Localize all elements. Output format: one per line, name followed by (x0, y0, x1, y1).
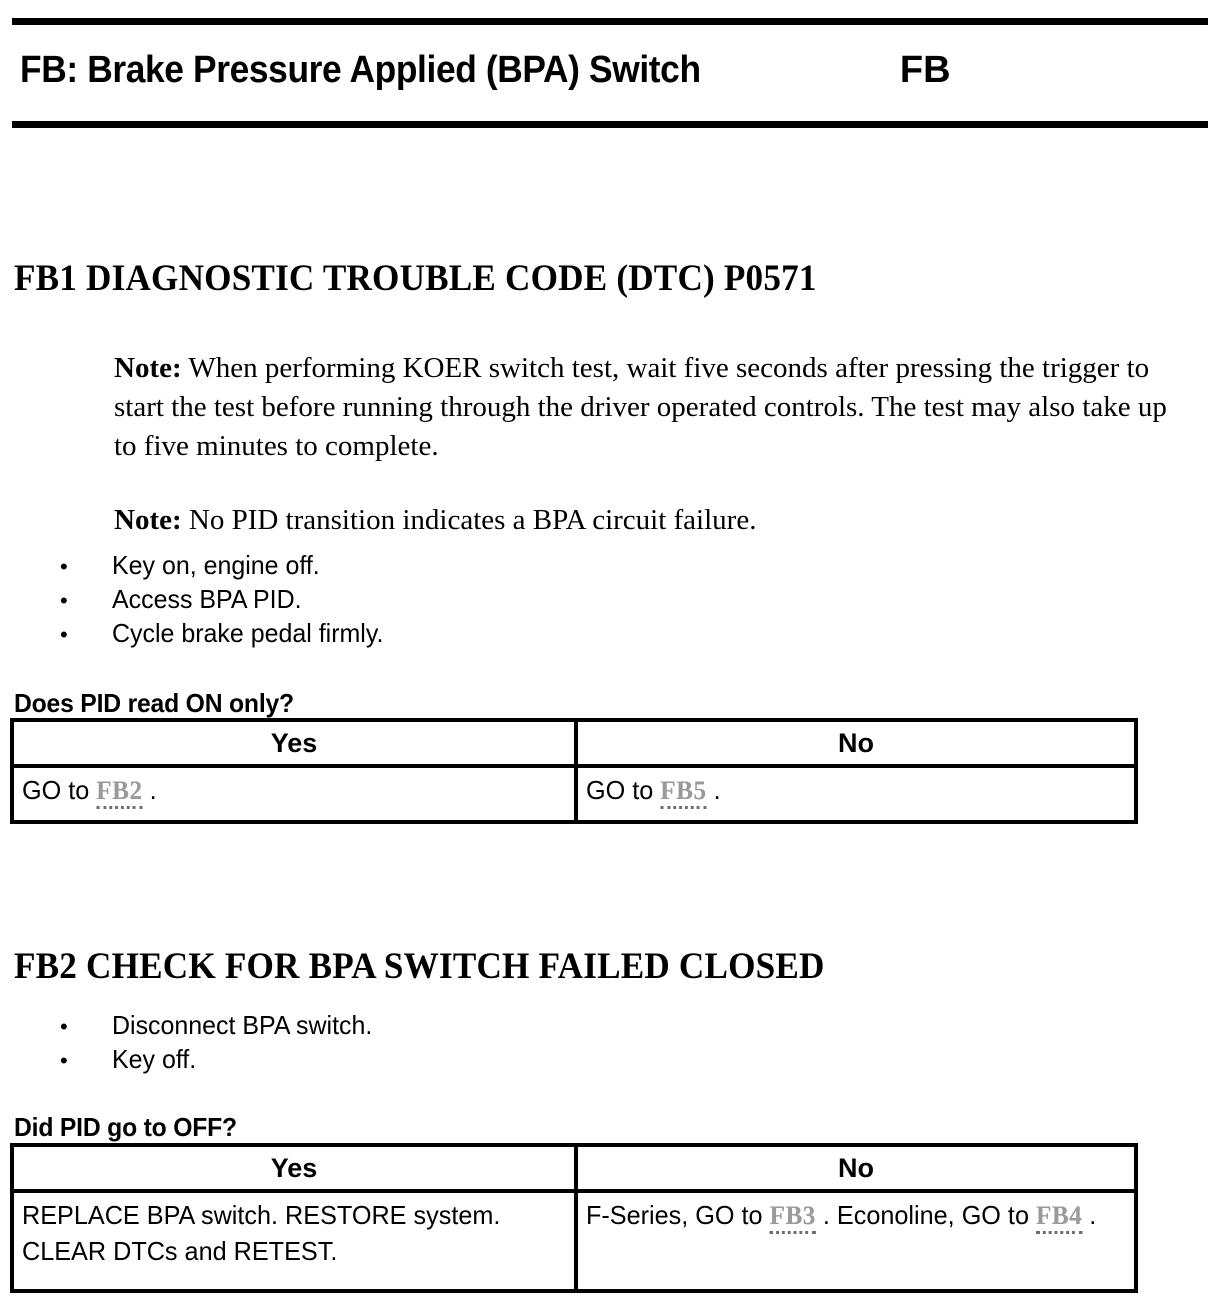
section-heading-fb1: FB1 DIAGNOSTIC TROUBLE CODE (DTC) P0571 (14, 257, 817, 299)
header-rule-top (12, 18, 1208, 25)
procedure-list-fb2: • Disconnect BPA switch. • Key off. (60, 1008, 383, 1076)
list-item: • Key off. (60, 1042, 383, 1076)
cell-text-middle: . Econoline, GO to (815, 1200, 1036, 1230)
bullet-icon: • (60, 554, 68, 579)
column-header-no: No (574, 1143, 1138, 1193)
list-item-label: Access BPA PID. (112, 584, 302, 614)
table-row: GO to FB2 . GO to FB5 . (10, 764, 1138, 824)
bullet-icon: • (60, 588, 68, 613)
list-item: • Access BPA PID. (60, 582, 395, 616)
cell-no-action: F-Series, GO to FB3 . Econoline, GO to F… (574, 1189, 1138, 1293)
cell-text: REPLACE BPA switch. RESTORE system. CLEA… (22, 1200, 501, 1266)
header-row: FB: Brake Pressure Applied (BPA) Switch … (20, 40, 1200, 100)
cell-text-prefix: GO to (22, 775, 97, 805)
xref-link-fb3[interactable]: FB3 (769, 1201, 816, 1234)
page-header: FB: Brake Pressure Applied (BPA) Switch … (12, 18, 1208, 128)
table-header-row: Yes No (10, 1143, 1138, 1193)
xref-link-fb5[interactable]: FB5 (660, 776, 707, 809)
cell-text-prefix: F-Series, GO to (586, 1200, 770, 1230)
list-item-label: Key on, engine off. (112, 550, 320, 580)
bullet-icon: • (60, 1014, 68, 1039)
column-header-no: No (574, 718, 1138, 768)
cell-text-suffix: . (1082, 1200, 1097, 1230)
list-item-label: Disconnect BPA switch. (112, 1010, 373, 1040)
cell-text-suffix: . (706, 775, 721, 805)
note-pid-transition: Note: No PID transition indicates a BPA … (114, 501, 1182, 540)
question-label-fb2: Did PID go to OFF? (14, 1112, 237, 1142)
section-heading-fb2: FB2 CHECK FOR BPA SWITCH FAILED CLOSED (14, 945, 825, 987)
page-title: FB: Brake Pressure Applied (BPA) Switch (20, 48, 701, 91)
bullet-icon: • (60, 1048, 68, 1073)
cell-yes-action: REPLACE BPA switch. RESTORE system. CLEA… (10, 1189, 578, 1293)
table-header-row: Yes No (10, 718, 1138, 768)
note-text: When performing KOER switch test, wait f… (114, 352, 1167, 462)
list-item: • Disconnect BPA switch. (60, 1008, 383, 1042)
decision-table-fb1: Yes No GO to FB2 . GO to FB5 . (10, 718, 1138, 824)
xref-link-fb4[interactable]: FB4 (1035, 1201, 1083, 1234)
note-label: Note: (114, 504, 182, 536)
column-header-yes: Yes (10, 718, 578, 768)
page-section-code: FB (899, 48, 951, 91)
list-item: • Cycle brake pedal firmly. (60, 616, 395, 650)
list-item-label: Key off. (112, 1044, 197, 1074)
column-header-yes: Yes (10, 1143, 578, 1193)
list-item: • Key on, engine off. (60, 548, 395, 582)
note-label: Note: (114, 352, 182, 384)
list-item-label: Cycle brake pedal firmly. (112, 618, 384, 648)
cell-no-action: GO to FB5 . (574, 764, 1138, 824)
note-koer-switch-test: Note: When performing KOER switch test, … (114, 349, 1182, 466)
cell-text-suffix: . (142, 775, 157, 805)
procedure-list-fb1: • Key on, engine off. • Access BPA PID. … (60, 548, 395, 650)
xref-link-fb2[interactable]: FB2 (96, 776, 143, 809)
cell-text-prefix: GO to (586, 775, 661, 805)
bullet-icon: • (60, 622, 68, 647)
question-label-fb1: Does PID read ON only? (14, 688, 294, 718)
decision-table-fb2: Yes No REPLACE BPA switch. RESTORE syste… (10, 1143, 1138, 1293)
table-row: REPLACE BPA switch. RESTORE system. CLEA… (10, 1189, 1138, 1293)
cell-yes-action: GO to FB2 . (10, 764, 578, 824)
header-rule-bottom (12, 121, 1208, 128)
note-text: No PID transition indicates a BPA circui… (181, 504, 757, 536)
